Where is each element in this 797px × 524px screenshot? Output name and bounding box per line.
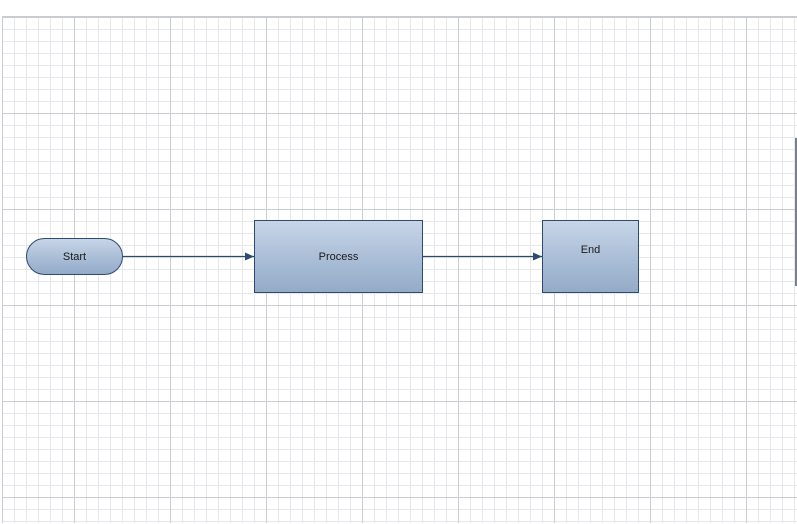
page-edge-marker (795, 138, 797, 286)
start-label: Start (62, 250, 87, 263)
end-label: End (580, 244, 601, 256)
process-label: Process (318, 250, 359, 263)
start-terminator-shape[interactable]: Start (26, 238, 123, 275)
process-shape[interactable]: Process (254, 220, 423, 293)
end-shape[interactable]: End (542, 220, 639, 293)
